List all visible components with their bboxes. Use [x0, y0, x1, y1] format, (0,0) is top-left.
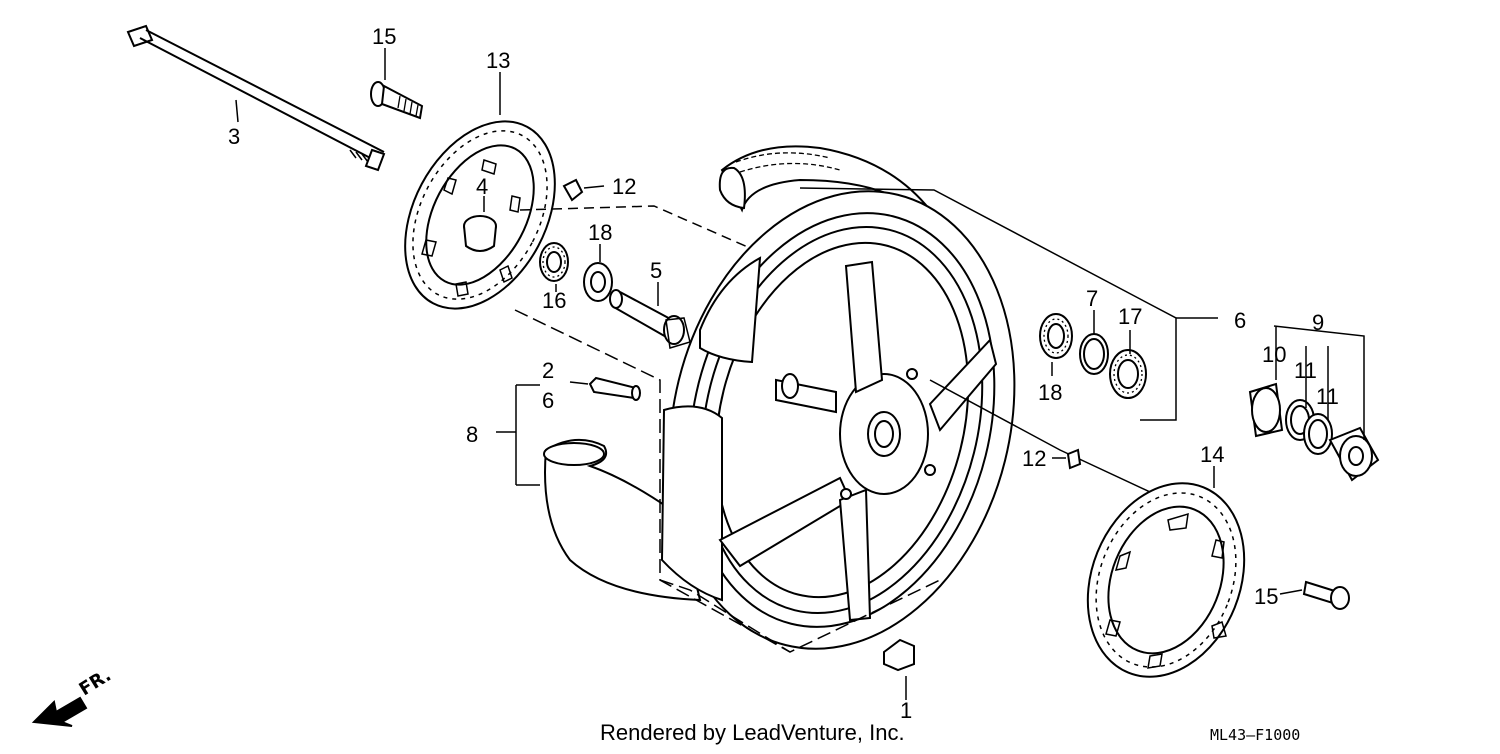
callout-15b: 15	[1254, 584, 1278, 609]
callout-11b: 11	[1316, 384, 1339, 409]
tire-top-section	[718, 145, 932, 214]
callout-7: 7	[1086, 286, 1098, 311]
bearing-18-right	[1039, 313, 1073, 376]
bearing-18-left	[583, 244, 613, 302]
clip-right	[1052, 448, 1082, 470]
dust-seal-17	[1109, 330, 1147, 399]
callout-6a: 6	[542, 388, 554, 413]
axle-part	[126, 24, 386, 172]
callout-6b: 6	[1234, 308, 1246, 333]
callout-15a: 15	[372, 24, 396, 49]
callout-9: 9	[1312, 310, 1324, 335]
callout-8: 8	[466, 422, 478, 447]
brake-disc-left	[404, 72, 556, 310]
callout-3: 3	[228, 124, 240, 149]
callout-2: 2	[542, 358, 554, 383]
valve-stem	[569, 376, 641, 401]
front-direction-arrow-icon	[31, 696, 88, 727]
circlip-7	[1079, 310, 1109, 375]
bracket-8	[496, 384, 540, 486]
bearing-16	[539, 242, 569, 292]
callout-18b: 18	[1038, 380, 1062, 405]
callout-16: 16	[542, 288, 566, 313]
callout-13: 13	[486, 48, 510, 73]
brake-disc-right	[1086, 466, 1246, 678]
front-direction-label: FR.	[76, 665, 115, 700]
callout-5: 5	[650, 258, 662, 283]
diagram-code: ML43–F1000	[1210, 726, 1300, 744]
callout-11a: 11	[1294, 358, 1317, 383]
speedometer-gearbox	[1248, 325, 1380, 482]
clip-top	[562, 178, 605, 202]
callout-17: 17	[1118, 304, 1142, 329]
callout-10: 10	[1262, 342, 1286, 367]
callout-12b: 12	[1022, 446, 1046, 471]
callout-12a: 12	[612, 174, 636, 199]
disc-bolt-bottom	[1279, 580, 1350, 610]
callout-1: 1	[900, 698, 912, 723]
spacer-5	[609, 282, 691, 349]
disc-bolt-top	[370, 48, 424, 120]
clip-bottom	[883, 638, 915, 700]
render-caption: Rendered by LeadVenture, Inc.	[600, 720, 905, 745]
callout-4: 4	[476, 174, 488, 199]
callout-labels: 15 13 3 4 12 18 16 5 2 6 8 7 17 6 18 9 1…	[228, 24, 1339, 723]
callout-14: 14	[1200, 442, 1224, 467]
wheel-hub	[718, 260, 998, 622]
callout-18a: 18	[588, 220, 612, 245]
